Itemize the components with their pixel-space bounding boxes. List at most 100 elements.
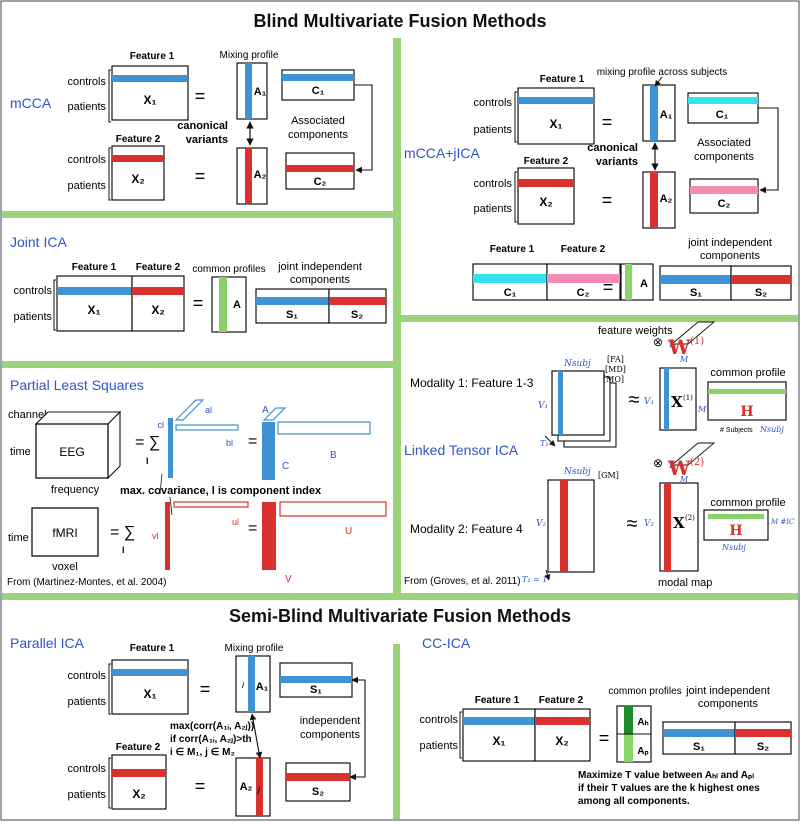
pls-V-label: V bbox=[285, 574, 292, 585]
pls-ci-label: cl bbox=[158, 420, 165, 430]
mccajica-variants-label: variants bbox=[596, 156, 638, 168]
mcca-eq1: = bbox=[195, 86, 206, 106]
pica-controls2-label: controls bbox=[67, 763, 106, 775]
pica-i-label: i bbox=[242, 680, 245, 690]
jointica-a-green bbox=[219, 277, 227, 332]
lica-nsubj-1: Nsubj bbox=[563, 359, 591, 369]
pls-eq-sum-1: = ∑ bbox=[135, 434, 160, 451]
pls-U-label: U bbox=[345, 526, 352, 537]
ccica-s1-label: S₁ bbox=[693, 741, 705, 753]
ccica-s2-matrix bbox=[734, 721, 792, 755]
pls-eeg-cube bbox=[35, 423, 109, 479]
mcca-patients2-label: patients bbox=[67, 180, 106, 192]
pica-x1-label: X₁ bbox=[144, 687, 157, 701]
ccica-s2-label: S₂ bbox=[757, 741, 769, 753]
jointica-eq: = bbox=[193, 293, 204, 313]
pica-mixing-label: Mixing profile bbox=[225, 643, 284, 654]
mcca-c1-label: C₁ bbox=[312, 85, 325, 97]
jointica-joint-label: joint independent bbox=[277, 261, 362, 273]
divider-mccajica-lica bbox=[401, 315, 798, 322]
jointica-a-label: A bbox=[233, 299, 241, 311]
lica-v1-label-b: V₁ bbox=[644, 397, 654, 407]
mcca-assoc-arrow bbox=[354, 84, 373, 174]
panel-mcca-jica: mCCA+jICA Feature 1 controls patients X₁… bbox=[404, 67, 792, 301]
pica-controls-label: controls bbox=[67, 670, 106, 682]
mccajica-bottom-eq: = bbox=[603, 277, 614, 297]
mccajica-bottom-feature2: Feature 2 bbox=[561, 244, 606, 255]
mcca-c2-red-row bbox=[286, 165, 354, 172]
jointica-components-label: components bbox=[290, 274, 350, 286]
ccica-joint-label: joint independent bbox=[685, 685, 770, 697]
pls-c-bar bbox=[168, 418, 173, 478]
mccajica-a1-matrix bbox=[642, 84, 676, 142]
mccajica-bottom-a-label: A bbox=[640, 278, 648, 290]
mcca-mixing-profile-label: Mixing profile bbox=[220, 50, 279, 61]
jointica-s1-label: S₁ bbox=[286, 309, 298, 321]
mccajica-s1-blue bbox=[660, 275, 731, 284]
lica-w1: W bbox=[667, 335, 691, 359]
mccajica-joint-components-label: components bbox=[700, 250, 760, 262]
lica-h1-label: H bbox=[740, 404, 753, 420]
ccica-eq: = bbox=[599, 728, 610, 748]
mccajica-bottom-c1-cyan bbox=[473, 274, 547, 283]
lica-x2-label: X bbox=[673, 514, 685, 532]
mccajica-a1-blue-col bbox=[650, 85, 658, 141]
mccajica-components-label: components bbox=[694, 151, 754, 163]
mccajica-x1-blue-row bbox=[518, 97, 594, 104]
lica-x1-label: X bbox=[671, 393, 683, 411]
pls-citation: From (Martinez-Montes, et al. 2004) bbox=[7, 577, 167, 588]
ccica-maximize-3: among all components. bbox=[578, 796, 690, 807]
pica-constraint-3: i ∈ M₁, j ∈ M₂ bbox=[170, 747, 235, 758]
lica-common-profile-1: common profile bbox=[710, 367, 785, 379]
mcca-canonical-label: canonical bbox=[177, 120, 228, 132]
pica-x2-red bbox=[112, 769, 166, 777]
pica-j-label: j bbox=[257, 784, 261, 794]
lica-gm-label: [GM] bbox=[598, 471, 619, 480]
mcca-variants-label: variants bbox=[186, 134, 228, 146]
pica-a1-blue bbox=[248, 656, 255, 712]
mcca-heading: mCCA bbox=[10, 95, 52, 111]
lica-m-label-3: M bbox=[679, 475, 689, 484]
pls-eq-4: = bbox=[248, 520, 257, 537]
pls-ui-label: ul bbox=[232, 517, 239, 527]
lica-x1-blue bbox=[664, 368, 669, 430]
lica-t2-label: T₂ = 1 bbox=[522, 575, 547, 584]
lica-otimes-1: ⊗ bbox=[653, 335, 663, 349]
mccajica-controls2-label: controls bbox=[473, 178, 512, 190]
pica-a2-label: A₂ bbox=[240, 781, 253, 793]
lica-heading: Linked Tensor ICA bbox=[404, 442, 519, 458]
pica-s2-red bbox=[286, 773, 350, 781]
mccajica-associated-label: Associated bbox=[697, 137, 751, 149]
mcca-x1-label: X₁ bbox=[144, 93, 157, 107]
lica-w2-sup: (2) bbox=[690, 457, 704, 468]
pls-v-bar bbox=[165, 502, 170, 570]
lica-tensor2 bbox=[547, 479, 595, 573]
mcca-a2-red-col bbox=[245, 148, 252, 204]
mccajica-x2-matrix bbox=[517, 167, 575, 225]
mcca-a2-label: A₂ bbox=[254, 169, 267, 181]
pls-fmri-matrix bbox=[31, 507, 99, 557]
pica-s2-label: S₂ bbox=[312, 786, 324, 798]
title-blind: Blind Multivariate Fusion Methods bbox=[253, 11, 546, 31]
panel-cc-ica: CC-ICA Feature 1 Feature 2 controls pati… bbox=[419, 635, 792, 807]
ccica-x1-blue bbox=[463, 717, 535, 725]
mccajica-s2-red bbox=[731, 275, 791, 284]
pls-voxel-label: voxel bbox=[52, 561, 78, 573]
lica-t1-w: T₁ bbox=[668, 340, 677, 349]
title-semiblind: Semi-Blind Multivariate Fusion Methods bbox=[229, 606, 571, 626]
panel-parallel-ica: Parallel ICA Feature 1 controls patients… bbox=[10, 635, 366, 817]
pls-l-label-2: l bbox=[122, 545, 125, 555]
panel-mcca: mCCA Feature 1 controls patients X₁ = Mi… bbox=[10, 50, 373, 205]
pica-components-arrow bbox=[349, 676, 366, 781]
lica-tensor1-blue bbox=[558, 371, 563, 435]
pls-C-label: C bbox=[282, 461, 289, 472]
mccajica-c2-pink-row bbox=[690, 186, 758, 194]
divider-jointica-pls bbox=[2, 361, 393, 368]
lica-tensor2-red bbox=[560, 480, 568, 572]
jointica-s1-blue bbox=[256, 297, 329, 305]
jointica-common-profiles-label: common profiles bbox=[192, 264, 265, 275]
lica-modality1-label: Modality 1: Feature 1-3 bbox=[410, 376, 534, 390]
jointica-patients-label: patients bbox=[13, 311, 52, 323]
jointica-x1-label: X₁ bbox=[88, 303, 101, 317]
